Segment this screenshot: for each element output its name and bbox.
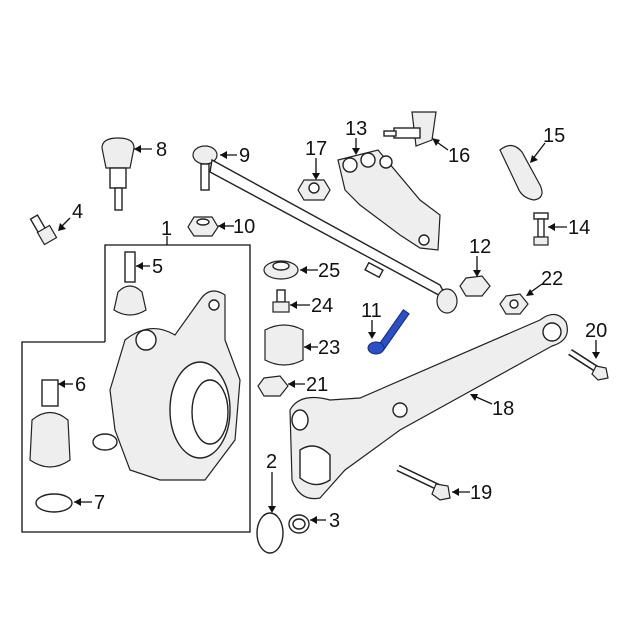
part-13-bracket[interactable] xyxy=(337,149,441,251)
part-19-bolt[interactable] xyxy=(396,464,451,501)
part-25-bushing[interactable] xyxy=(263,260,299,280)
part-9-track-bar[interactable] xyxy=(192,145,458,314)
callout-12: 12 xyxy=(469,236,491,258)
callout-18: 18 xyxy=(492,398,514,420)
part-11-bolt-highlighted[interactable] xyxy=(367,308,410,355)
part-23-bushing[interactable] xyxy=(264,324,304,366)
part-22-nut[interactable] xyxy=(499,293,529,315)
callout-11: 11 xyxy=(361,300,382,322)
part-3-ring[interactable] xyxy=(288,514,310,534)
part-14-bolt[interactable] xyxy=(533,212,549,246)
callout-21: 21 xyxy=(306,374,328,396)
part-18-control-arm[interactable] xyxy=(289,313,568,500)
callout-20: 20 xyxy=(585,320,607,342)
part-12-nut[interactable] xyxy=(459,275,491,297)
callout-2: 2 xyxy=(266,451,277,473)
callout-15: 15 xyxy=(543,125,565,147)
callout-13: 13 xyxy=(345,118,367,140)
part-16-sensor[interactable] xyxy=(383,111,437,147)
callout-9: 9 xyxy=(239,145,250,167)
callout-3: 3 xyxy=(329,510,340,532)
part-17-nut[interactable] xyxy=(297,179,331,201)
callout-1: 1 xyxy=(161,218,172,240)
callout-23: 23 xyxy=(318,337,340,359)
callout-8: 8 xyxy=(156,139,167,161)
callout-4: 4 xyxy=(72,201,83,223)
callout-7: 7 xyxy=(94,492,105,514)
part-15-bracket[interactable] xyxy=(499,144,543,201)
callout-6: 6 xyxy=(75,374,86,396)
part-21-nut[interactable] xyxy=(257,375,289,397)
leader-lines xyxy=(58,138,600,524)
part-24-stud[interactable] xyxy=(272,289,290,313)
callout-10: 10 xyxy=(233,216,255,238)
callout-24: 24 xyxy=(311,295,333,317)
callout-16: 16 xyxy=(448,145,470,167)
part-10-nut[interactable] xyxy=(187,216,219,237)
callout-19: 19 xyxy=(470,482,492,504)
part-4-stud[interactable] xyxy=(29,214,58,246)
callout-25: 25 xyxy=(318,260,340,282)
part-8-ball-joint[interactable] xyxy=(101,137,135,211)
callout-5: 5 xyxy=(152,256,163,278)
part-6-ball-joint[interactable] xyxy=(29,379,71,468)
part-20-bolt[interactable] xyxy=(568,349,609,381)
part-5-ball-joint[interactable] xyxy=(113,251,147,316)
part-1-knuckle[interactable] xyxy=(92,290,241,481)
assembly-box-1 xyxy=(21,244,251,533)
callout-17: 17 xyxy=(305,138,327,160)
part-7-snap-ring[interactable] xyxy=(35,493,73,513)
callout-22: 22 xyxy=(541,268,563,290)
part-2-seal[interactable] xyxy=(256,512,284,554)
callout-14: 14 xyxy=(568,217,590,239)
